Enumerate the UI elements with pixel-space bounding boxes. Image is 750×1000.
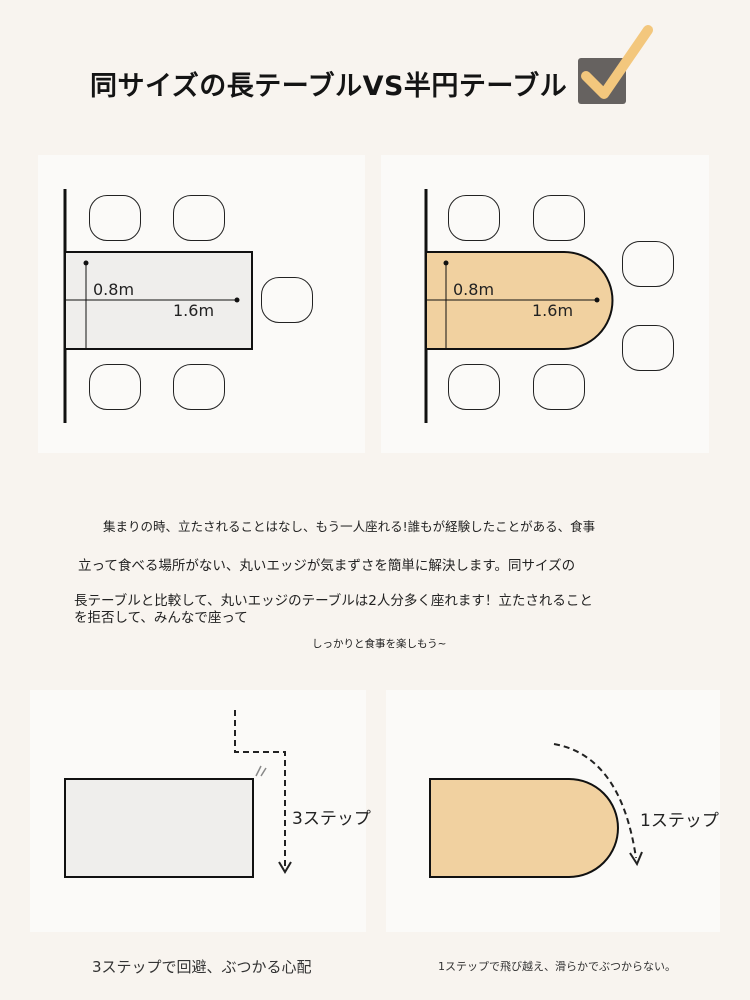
seat xyxy=(173,195,225,241)
semicircle-step-panel: 1ステップ xyxy=(386,690,720,932)
seat xyxy=(173,364,225,410)
length-label: 1.6m xyxy=(532,301,574,320)
dashed-arrow-icon xyxy=(234,710,286,866)
page-title: 同サイズの長テーブルVS半円テーブル xyxy=(90,71,568,102)
semicircle-caption: 1ステップで飛び越え、滑らかでぶつからない。 xyxy=(438,960,676,973)
rect-table xyxy=(64,778,254,878)
semicircle-table-panel: 0.8m 1.6m xyxy=(381,155,709,453)
body-text-line: 集まりの時、立たされることはなし、もう一人座れる!誰もが経験したことがある、食事 xyxy=(103,519,596,534)
width-label: 0.8m xyxy=(453,280,495,299)
semicircle-table xyxy=(429,778,619,878)
body-text-line: 立って食べる場所がない、丸いエッジが気まずさを簡単に解決します。同サイズの xyxy=(78,558,576,574)
rect-table-panel: 0.8m 1.6m xyxy=(38,155,365,453)
step-count-label: 3ステップ xyxy=(292,809,371,829)
length-label: 1.6m xyxy=(173,301,215,320)
rect-step-panel: 3ステップ xyxy=(30,690,371,932)
rect-caption: 3ステップで回避、ぶつかる心配 xyxy=(92,958,312,976)
step-count-label: 1ステップ xyxy=(640,811,719,831)
seat xyxy=(89,195,141,241)
curved-dashed-arrow-icon xyxy=(553,743,637,859)
seat xyxy=(622,325,674,371)
body-text-line: を拒否して、みんなで座って xyxy=(74,610,248,626)
seat xyxy=(448,195,500,241)
seat xyxy=(89,364,141,410)
width-label: 0.8m xyxy=(93,280,135,299)
body-text-line: しっかりと食事を楽しもう~ xyxy=(312,638,447,650)
seat xyxy=(533,195,585,241)
seat xyxy=(533,364,585,410)
seat xyxy=(261,277,313,323)
checkmark-box-icon xyxy=(578,25,653,104)
body-text-line: 長テーブルと比較して、丸いエッジのテーブルは2人分多く座れます！立たされること xyxy=(74,593,593,609)
seat xyxy=(448,364,500,410)
seat xyxy=(622,241,674,287)
